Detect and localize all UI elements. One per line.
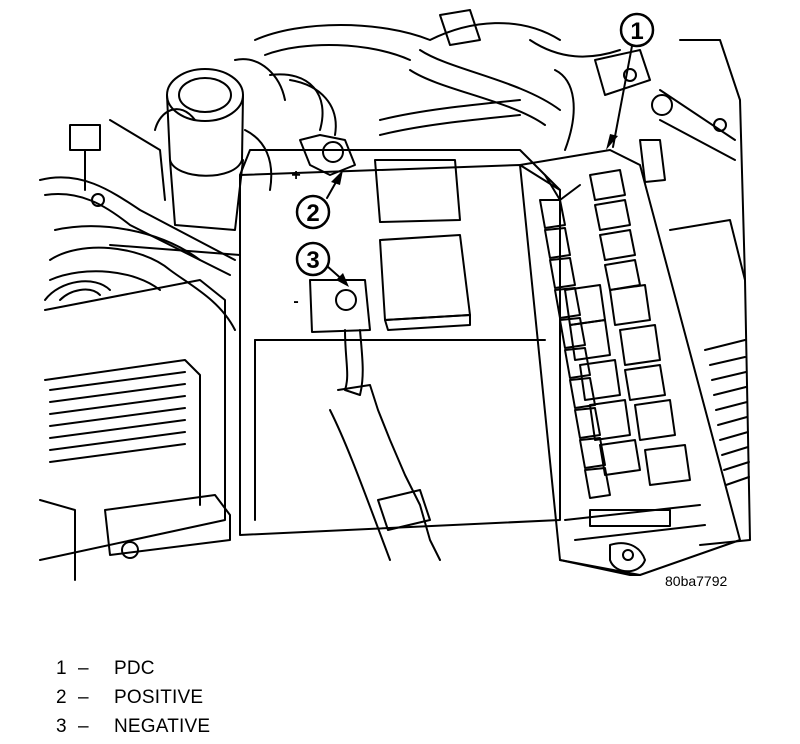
- callout-1-number: 1: [630, 18, 643, 45]
- negative-cable: [329, 329, 441, 561]
- figure-id: 80ba7792: [665, 573, 728, 589]
- callout-3-circle: [295, 241, 331, 277]
- fluid-reservoir: [69, 58, 286, 231]
- top-hoses: [254, 9, 621, 151]
- legend-label-negative: NEGATIVE: [114, 716, 211, 737]
- legend-item: 1– PDC: [56, 654, 456, 683]
- engine-compartment-diagram: 1 2 3 + - 80ba7792: [39, 9, 751, 589]
- legend: 1–PDC 2–POSITIVE 3–NEGATIVE: [56, 654, 456, 741]
- right-side-components: [594, 39, 751, 546]
- callout-arrowheads: [331, 134, 618, 287]
- positive-terminal-mark: +: [291, 167, 300, 184]
- legend-number: 1: [56, 658, 67, 679]
- legend-label-positive: POSITIVE: [114, 687, 204, 708]
- legend-separator: –: [78, 658, 89, 679]
- negative-terminal-mark: -: [293, 293, 298, 310]
- callout-leaders: [326, 45, 633, 283]
- battery: [239, 134, 561, 536]
- legend-separator: –: [78, 687, 89, 708]
- callout-3-number: 3: [306, 247, 319, 274]
- callout-2-circle: [295, 194, 331, 230]
- callout-2-number: 2: [306, 200, 319, 227]
- left-hoses: [39, 176, 241, 331]
- legend-label-pdc: PDC: [114, 658, 155, 679]
- legend-number: 2: [56, 687, 67, 708]
- legend-separator: –: [78, 716, 89, 737]
- power-distribution-center: [519, 149, 741, 576]
- callout-1-circle: [619, 12, 655, 48]
- air-cleaner-housing: [39, 279, 231, 581]
- legend-item: 2– POSITIVE: [56, 683, 456, 712]
- legend-item: 3– NEGATIVE: [56, 712, 456, 741]
- legend-number: 3: [56, 716, 67, 737]
